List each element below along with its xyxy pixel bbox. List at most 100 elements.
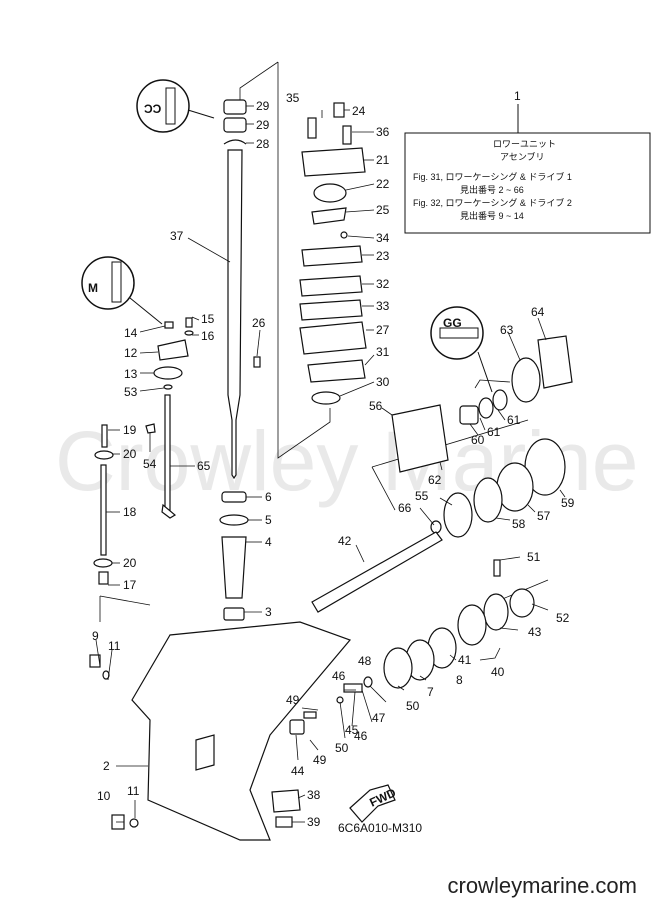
label-45: 45: [345, 723, 359, 737]
leader-lines: [95, 105, 566, 823]
label-15: 15: [201, 312, 215, 326]
label-39: 39: [307, 815, 321, 829]
part-51-pin: [493, 559, 501, 577]
label-60: 60: [471, 433, 485, 447]
label-6: 6: [265, 490, 272, 504]
label-30: 30: [376, 375, 390, 389]
label-29-top: 29: [256, 99, 270, 113]
label-53: 53: [124, 385, 138, 399]
info-box-line5: Fig. 32, ロワーケーシング & ドライブ 2: [413, 197, 572, 208]
label-33: 33: [376, 299, 390, 313]
label-23: 23: [376, 249, 390, 263]
part-42-propeller-shaft: [311, 531, 443, 613]
part-15-bolt: [185, 317, 193, 328]
label-34: 34: [376, 231, 390, 245]
info-box-line3: Fig. 31, ロワーケーシング & ドライブ 1: [413, 171, 572, 182]
part-64-nut: [537, 335, 573, 389]
part-56-bearing-housing: [391, 404, 449, 473]
info-box-line4: 見出番号 2 ~ 66: [460, 184, 524, 195]
part-27-pump-base: [299, 321, 367, 355]
part-58-shim: [473, 477, 503, 523]
svg-text:M: M: [88, 281, 98, 295]
label-52: 52: [556, 611, 570, 625]
part-5-shim: [219, 514, 249, 526]
part-38-pinion: [271, 789, 301, 813]
label-11-top: 11: [108, 639, 121, 653]
label-11-bottom: 11: [127, 784, 140, 798]
label-46-top: 46: [332, 669, 346, 683]
label-63: 63: [500, 323, 514, 337]
part-35-bolt: [307, 117, 317, 139]
info-box-line2: アセンブリ: [500, 151, 545, 162]
part-40-forward-gear: [457, 604, 487, 646]
part-33-gasket: [299, 299, 363, 321]
part-36-bolt: [342, 125, 352, 145]
label-21: 21: [376, 153, 390, 167]
label-64: 64: [531, 305, 545, 319]
part-48-ring: [363, 676, 373, 688]
part-16-washer: [184, 330, 194, 336]
label-42: 42: [338, 534, 352, 548]
part-17-nut: [98, 571, 109, 585]
info-box-number: 1: [514, 89, 521, 103]
part-2-lower-casing: [131, 621, 352, 841]
label-41: 41: [458, 653, 472, 667]
label-57: 57: [537, 509, 551, 523]
part-25-impeller: [311, 207, 347, 225]
part-29-bearing-bottom: [223, 117, 247, 133]
lubricant-callout-icon-left: M: [81, 256, 163, 325]
part-7-shim: [383, 647, 413, 689]
info-box: 1 ロワーユニット アセンブリ Fig. 31, ロワーケーシング & ドライブ…: [404, 89, 651, 234]
lubricant-callout-icon-right: GG: [430, 306, 493, 393]
label-19: 19: [123, 423, 137, 437]
label-56: 56: [369, 399, 383, 413]
part-55-reverse-gear: [443, 492, 473, 538]
label-5: 5: [265, 513, 272, 527]
label-48: 48: [358, 654, 372, 668]
label-18: 18: [123, 505, 137, 519]
label-54: 54: [143, 457, 157, 471]
info-box-line1: ロワーユニット: [493, 139, 556, 149]
part-31-gasket: [307, 359, 366, 383]
part-13-oring: [153, 366, 183, 380]
label-50-right: 50: [406, 699, 420, 713]
diagram-code: 6C6A010-M310: [338, 821, 422, 835]
label-38: 38: [307, 788, 321, 802]
part-29-bearing-top: [223, 99, 247, 115]
part-4-sleeve: [221, 536, 247, 599]
label-61-left: 61: [487, 425, 501, 439]
svg-text:GG: GG: [443, 316, 462, 330]
part-6-bushing: [221, 491, 247, 503]
part-20-nut-bottom: [93, 558, 113, 568]
label-16: 16: [201, 329, 215, 343]
label-37: 37: [170, 229, 184, 243]
part-26-pin: [253, 356, 261, 368]
label-14: 14: [124, 326, 138, 340]
part-28-circlip: [223, 139, 247, 145]
part-60-bearing: [459, 405, 479, 425]
label-4: 4: [265, 535, 272, 549]
part-39-nut: [275, 816, 293, 828]
part-49-pin-top: [303, 711, 317, 719]
label-61-right: 61: [507, 413, 521, 427]
label-65: 65: [197, 459, 211, 473]
label-59: 59: [561, 496, 575, 510]
part-labels: 2 3 4 5 6 7 8 9 10 11 11 12 13 14 15 16 …: [92, 91, 575, 829]
part-24-dowel: [333, 102, 345, 118]
label-17: 17: [123, 578, 137, 592]
label-40: 40: [491, 665, 505, 679]
label-47: 47: [372, 711, 386, 725]
label-20-bottom: 20: [123, 556, 137, 570]
label-29-bottom: 29: [256, 118, 270, 132]
part-32-outer-plate: [299, 275, 363, 297]
part-61-ring-top: [492, 389, 508, 411]
label-12: 12: [124, 346, 138, 360]
lubricant-callout-icon-top: ϽϽ: [136, 79, 215, 133]
part-54-clip: [145, 423, 156, 434]
label-20-top: 20: [123, 447, 137, 461]
part-14-bolt: [164, 321, 174, 329]
part-9-plug: [89, 654, 101, 668]
part-65-shift-cam: [161, 503, 177, 519]
part-43-clutch-dog: [483, 593, 509, 631]
label-10: 10: [97, 789, 111, 803]
